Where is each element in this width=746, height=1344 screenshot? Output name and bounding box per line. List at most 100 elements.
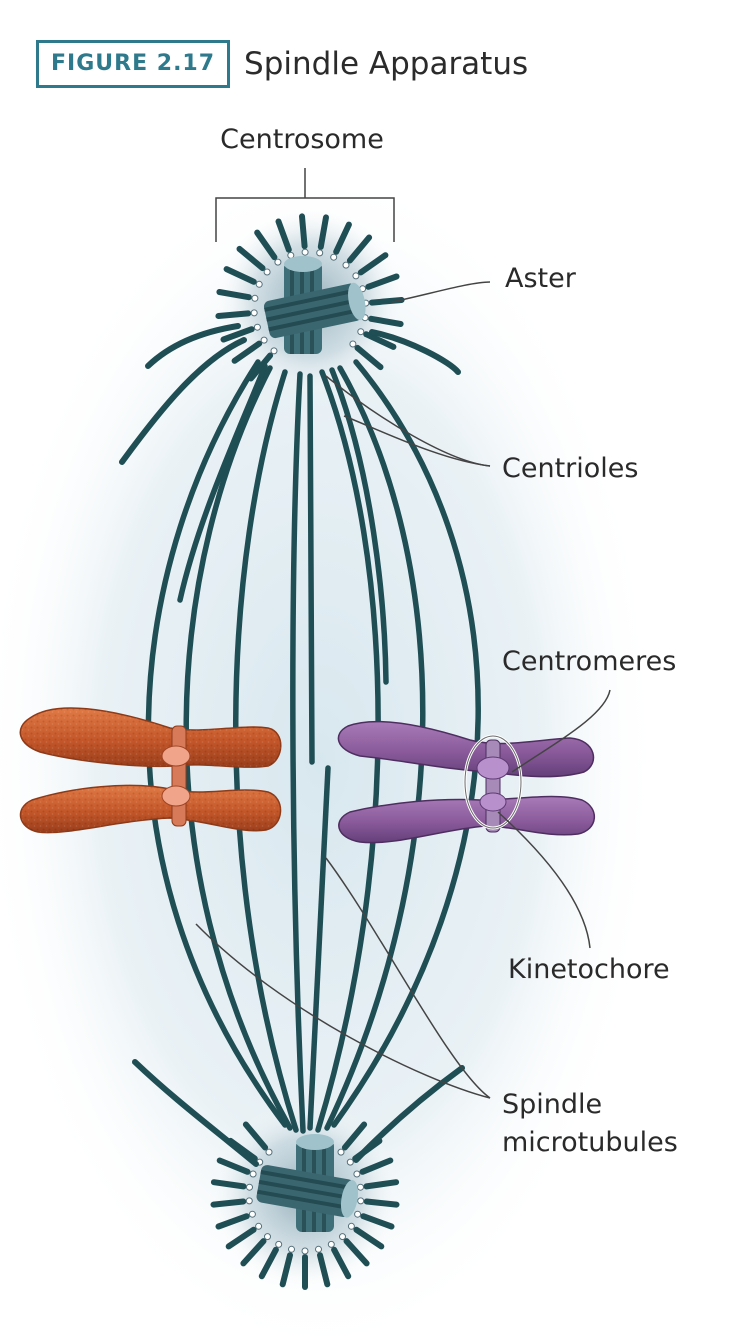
bottom-aster-ray-14 [225,1226,257,1250]
microtubule-center-left [290,371,306,1134]
bottom-aster-ray-tip-8 [327,1240,335,1248]
bottom-aster-ray-tip-7 [339,1233,346,1241]
label-spindle-line1: Spindle [502,1089,602,1120]
top-aster-ray-12 [346,234,373,264]
bottom-aster-ray-18 [216,1157,251,1175]
centrioles-leader-2 [343,415,491,467]
top-aster-ray-tip-0 [270,347,278,355]
label-centromeres: Centromeres [502,646,676,677]
top-aster-ray-tip-12 [342,261,350,269]
bottom-aster [210,1121,400,1290]
top-aster-ray-tip-6 [263,268,271,276]
top-aster-ray-7 [254,229,278,261]
top-aster-ray-tip-1 [260,336,268,344]
bottom-aster-ray-tip-18 [249,1170,257,1178]
top-aster-ray-0 [247,352,274,382]
figure-title: Spindle Apparatus [244,46,529,82]
top-aster-ray-tip-5 [255,280,263,288]
top-aster-ray-16 [368,315,404,327]
top-aster-ray-tip-4 [251,294,259,302]
bottom-aster-ray-tip-1 [346,1158,354,1166]
top-aster-ray-14 [365,273,400,290]
spindle-microtubules [145,359,481,1134]
bottom-aster-ray-tip-17 [246,1183,253,1191]
top-aster-ray-9 [299,213,308,250]
top-aster-ray-1 [231,340,263,364]
top-aster-ray-tip-2 [253,323,261,331]
top-aster-ray-5 [223,266,257,285]
label-aster: Aster [505,263,577,294]
bottom-aster-ray-tip-15 [248,1210,256,1218]
bottom-aster-ray-tip-6 [347,1222,355,1230]
top-aster-ray-tip-10 [316,249,324,257]
microtubule-right-3 [315,369,381,1133]
chromatid-right-lower [338,795,595,844]
long-aster-fiber-top-left [119,337,247,465]
top-aster-ray-18 [354,344,384,371]
bottom-aster-ray-20 [242,1121,269,1151]
leader-lines [195,168,611,1099]
aster-leader [391,281,491,303]
centromere-right [476,739,510,833]
top-centrioles [263,256,366,354]
top-aster-ray-17 [363,331,397,350]
bottom-aster-ray-tip-12 [275,1240,283,1248]
centriole-bottom-horizontal [256,1165,359,1218]
bottom-aster-ray-9 [317,1252,331,1288]
bottom-aster-ray-16 [210,1198,247,1208]
microtubule-left-3 [233,369,299,1133]
spindle-leader-1 [195,923,491,1099]
microtubule-right-2 [324,365,426,1131]
long-aster-fiber-bottom-right [353,1065,465,1163]
microtubule-outer-right [331,359,481,1128]
bottom-aster-ray-17 [210,1179,247,1190]
centromere-left [161,725,191,827]
label-centrioles: Centrioles [502,453,638,484]
bottom-aster-ray-tip-11 [288,1245,295,1253]
bottom-aster-ray-7 [343,1238,370,1267]
long-aster-fiber-top-left-2 [145,323,241,369]
microtubule-left-2 [183,365,293,1131]
chromosome-right [337,720,595,844]
bottom-aster-ray-15 [215,1213,250,1230]
bottom-aster-ray-tip-4 [357,1197,365,1205]
top-aster-ray-tip-18 [349,340,357,348]
top-aster-ray-10 [317,214,329,250]
microtubule-outer-left [145,359,288,1128]
top-aster-ray-13 [357,252,389,276]
microtubule-short-upper-left [177,363,268,603]
bottom-aster-ray-tip-20 [265,1148,273,1156]
bottom-aster-ray-0 [341,1121,368,1151]
bottom-aster-ray-tip-2 [353,1170,361,1178]
centrosome-bracket [215,168,395,242]
top-aster-ray-4 [216,289,252,301]
bottom-aster-ray-11 [279,1252,293,1288]
bottom-centrioles [256,1134,359,1232]
top-aster-ray-tip-17 [357,328,365,336]
figure-number-badge: FIGURE 2.17 [36,40,231,88]
chromatid-right-upper [337,720,595,778]
centromeres-leader [511,689,611,773]
bottom-aster-ray-12 [258,1246,279,1280]
bottom-aster-ray-2 [359,1157,394,1175]
long-aster-fiber-bottom-left [132,1059,259,1167]
top-aster-ray-2 [220,326,255,343]
label-centrosome: Centrosome [220,124,384,155]
spindle-leader-2 [325,857,491,1099]
top-aster-ray-6 [236,245,266,272]
top-aster-ray-11 [333,221,352,255]
label-spindle-line2: microtubules [502,1127,678,1158]
microtubule-short-upper-right [329,367,389,685]
label-kinetochore: Kinetochore [508,954,670,985]
bottom-aster-ray-tip-14 [255,1222,263,1230]
top-aster-ray-tip-3 [250,309,258,317]
figure-header: FIGURE 2.17 Spindle Apparatus [36,36,528,92]
top-aster-ray-3 [215,310,252,319]
top-aster [215,213,405,382]
bottom-aster-ray-tip-16 [245,1197,253,1205]
bottom-aster-ray-tip-9 [315,1245,322,1253]
top-aster-ray-8 [275,218,292,253]
cell-background [0,160,660,1344]
top-aster-ray-tip-13 [352,272,360,280]
bottom-aster-ray-8 [331,1246,352,1280]
